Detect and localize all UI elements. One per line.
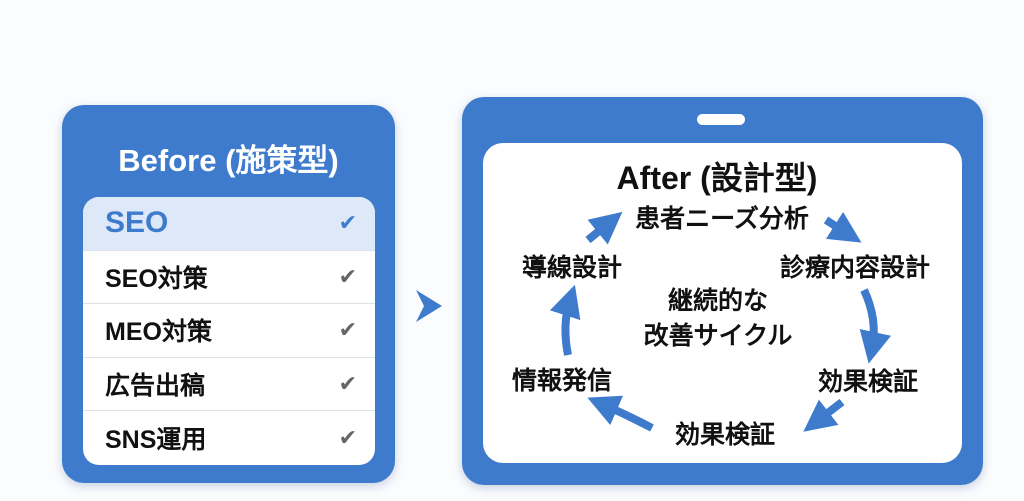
cycle-node-patient-needs: 患者ニーズ分析: [635, 205, 809, 233]
cycle-node-effect-verification-2: 効果検証: [674, 421, 776, 449]
check-icon: ✔: [338, 210, 357, 236]
list-item: SEO対策 ✔: [83, 251, 375, 304]
cycle-center-line1: 継続的な: [667, 287, 769, 315]
list-item: 広告出稿 ✔: [83, 358, 375, 411]
list-item-label: SEO対策: [105, 264, 208, 293]
check-icon: ✔: [338, 263, 357, 289]
before-title: Before (施策型): [118, 143, 339, 178]
cycle-node-flow-design: 導線設計: [521, 254, 623, 282]
before-card: Before (施策型) SEO ✔ SEO対策 ✔ MEO対策 ✔ 広告出稿 ✔ SN…: [62, 105, 395, 483]
cycle-node-treatment-design: 診療内容設計: [779, 254, 931, 282]
list-item: MEO対策 ✔: [83, 304, 375, 358]
cycle-arrow: [549, 284, 581, 356]
list-item: SEO ✔: [83, 197, 375, 251]
cycle-node-effect-verification: 効果検証: [817, 368, 919, 396]
after-card: [462, 97, 983, 485]
list-item-label: MEO対策: [105, 318, 212, 347]
cycle-arrow: [587, 395, 654, 432]
check-icon: ✔: [338, 317, 357, 343]
list-item-label: SNS運用: [105, 425, 207, 454]
right-arrow-icon: [416, 290, 442, 322]
cycle-arrow: [823, 211, 862, 243]
list-item-label: SEO: [105, 206, 169, 240]
cycle-arrow: [859, 288, 891, 364]
list-item: SNS運用 ✔: [83, 411, 375, 465]
badge-slot: [697, 114, 745, 125]
cycle-center-line2: 改善サイクル: [643, 322, 793, 350]
cycle-node-info-dissemination: 情報発信: [511, 367, 613, 395]
before-list: SEO ✔ SEO対策 ✔ MEO対策 ✔ 広告出稿 ✔ SNS運用 ✔: [83, 197, 375, 465]
list-item-label: 広告出稿: [105, 371, 206, 400]
cycle-arrow: [585, 211, 623, 245]
cycle-arrow: [803, 398, 845, 432]
check-icon: ✔: [338, 424, 357, 450]
check-icon: ✔: [338, 370, 357, 396]
after-title: After (設計型): [616, 160, 818, 196]
